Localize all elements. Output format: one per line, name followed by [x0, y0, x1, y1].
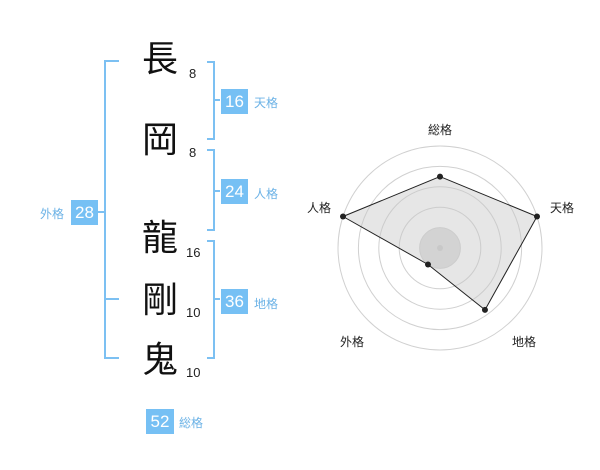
radar-point-1	[534, 213, 541, 220]
chikaku-label: 地格	[254, 297, 279, 311]
tenkaku-tick	[213, 99, 220, 101]
radar-axis-label-jinkaku: 人格	[307, 200, 331, 215]
name-char-3: 龍	[141, 218, 178, 259]
soukaku-label: 総格	[179, 416, 204, 430]
jinkaku-label: 人格	[254, 187, 279, 201]
chikaku-tick	[213, 298, 220, 300]
name-char-5: 鬼	[141, 340, 178, 381]
name-char-4: 剛	[141, 280, 178, 321]
gaikaku-tick-top	[104, 60, 119, 62]
gaikaku-tick-left	[98, 211, 106, 213]
radar-point-2	[481, 306, 488, 313]
radar-axis-label-chikaku: 地格	[512, 334, 536, 349]
stroke-count-2: 8	[189, 145, 197, 160]
radar-point-0	[437, 173, 443, 180]
stroke-count-5: 10	[186, 365, 201, 380]
radar-axis-label-tenkaku: 天格	[550, 200, 574, 215]
radar-ring-3	[378, 186, 502, 310]
gaikaku-tick-bottom	[104, 357, 119, 359]
soukaku-value-box: 52	[146, 409, 174, 434]
radar-center-dot	[437, 245, 443, 251]
gaikaku-value-box: 28	[71, 200, 98, 225]
jinkaku-value-box: 24	[221, 179, 248, 204]
radar-ring-4	[357, 165, 523, 331]
gaikaku-label: 外格	[40, 207, 65, 221]
chikaku-value-box: 36	[221, 289, 248, 314]
radar-axis-label-gaikaku: 外格	[340, 334, 364, 349]
radar-shape	[341, 176, 538, 311]
name-char-2: 岡	[141, 120, 178, 161]
tenkaku-value-box: 16	[221, 89, 248, 114]
radar-point-3	[425, 261, 432, 268]
radar-point-4	[339, 213, 346, 220]
radar-axis-label-soukaku: 総格	[428, 122, 452, 137]
stroke-count-4: 10	[186, 305, 201, 320]
stroke-count-3: 16	[186, 245, 201, 260]
tenkaku-label: 天格	[254, 96, 279, 110]
name-char-1: 長	[141, 39, 178, 80]
stroke-count-1: 8	[189, 66, 197, 81]
jinkaku-tick	[213, 190, 220, 192]
gaikaku-tick-mid	[104, 298, 119, 300]
radar-points	[339, 173, 541, 313]
